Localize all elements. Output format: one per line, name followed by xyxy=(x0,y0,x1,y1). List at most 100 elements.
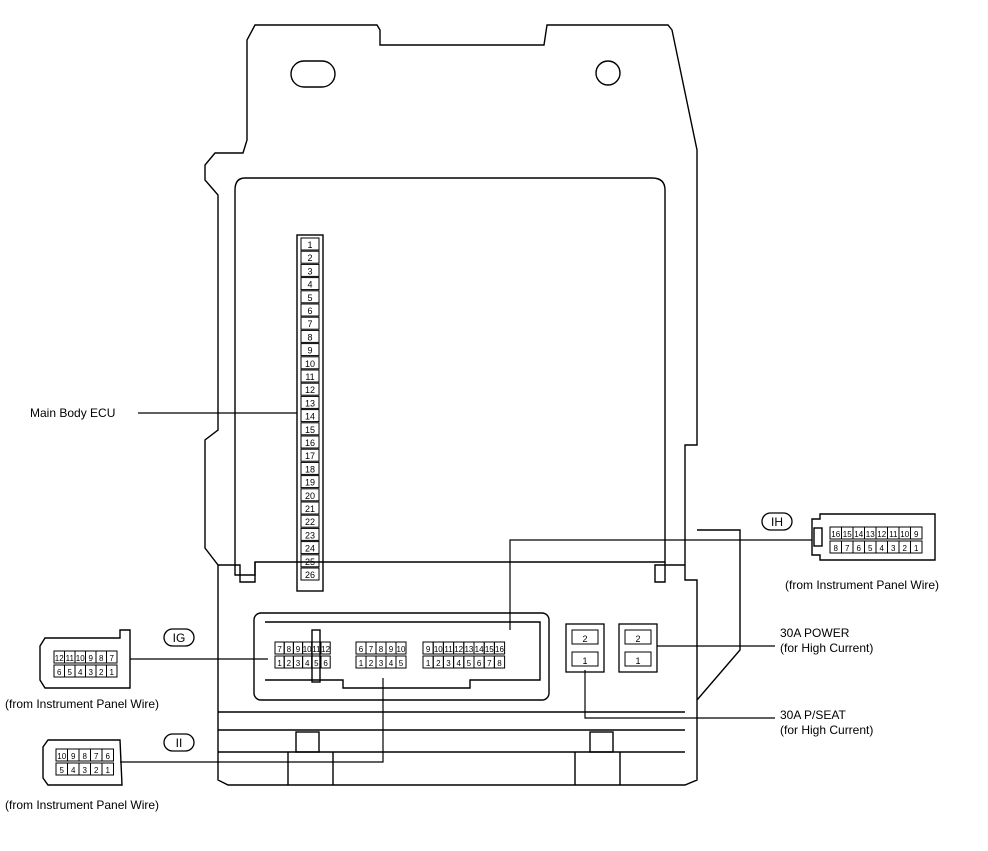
badge-ih xyxy=(761,512,793,531)
ecu-pin-4-label: 4 xyxy=(307,280,312,290)
block-b-bottom-1-label: 1 xyxy=(359,659,364,668)
ecu-pin-18-label: 18 xyxy=(305,464,315,474)
block-c-top-9-label: 9 xyxy=(426,645,431,654)
ih-top-9-cell xyxy=(910,526,923,540)
leader-ih xyxy=(509,539,812,630)
ih-bottom-5-label: 5 xyxy=(868,544,873,553)
ecu-pin-10-cell xyxy=(300,356,320,370)
ii-top-9-label: 9 xyxy=(71,752,76,761)
ii-bottom-3-label: 3 xyxy=(83,766,88,775)
ecu-pin-22-cell xyxy=(300,514,320,528)
ii-top-7-label: 7 xyxy=(94,752,99,761)
connector-ig-housing xyxy=(39,629,131,689)
block-a-top-12-label: 12 xyxy=(321,645,330,654)
ih-top-15-label: 15 xyxy=(843,530,852,539)
ecu-pin-20-cell xyxy=(300,488,320,502)
ii-bottom-4-label: 4 xyxy=(71,766,76,775)
ecu-pin-5-cell xyxy=(300,290,320,304)
ecu-pin-23-cell xyxy=(300,527,320,541)
block-c-top-15-label: 15 xyxy=(485,645,494,654)
badge-ig xyxy=(163,628,195,647)
ig-top-8-label: 8 xyxy=(99,654,104,663)
block-b-bottom-5-cell xyxy=(395,655,407,669)
ecu-pin-11-cell xyxy=(300,369,320,383)
relay-power-socket xyxy=(618,623,658,673)
ecu-pin-23-label: 23 xyxy=(305,530,315,540)
relay-power-pin-2-cell xyxy=(624,629,652,645)
ecu-pin-21-cell xyxy=(300,501,320,515)
leader-ii xyxy=(120,678,384,763)
ig-top-7-label: 7 xyxy=(110,654,115,663)
ig-bottom-6-label: 6 xyxy=(57,668,62,677)
junction-block-housing xyxy=(204,24,698,786)
ecu-pin-16-cell xyxy=(300,435,320,449)
label-ig-source: (from Instrument Panel Wire) xyxy=(5,697,159,711)
block-a-top-10-label: 10 xyxy=(303,645,312,654)
ii-top-6-label: 6 xyxy=(106,752,111,761)
block-b-top-7-label: 7 xyxy=(369,645,374,654)
relay-power-pin-2-label: 2 xyxy=(635,634,640,644)
block-c-bottom-7-label: 7 xyxy=(487,659,492,668)
code-ii: II xyxy=(176,736,183,750)
ecu-pin-8-cell xyxy=(300,329,320,343)
ecu-pin-1-label: 1 xyxy=(307,240,312,250)
ecu-pin-5-label: 5 xyxy=(307,293,312,303)
ecu-pin-20-label: 20 xyxy=(305,491,315,501)
ig-bottom-3-label: 3 xyxy=(89,668,94,677)
ecu-pin-19-label: 19 xyxy=(305,478,315,488)
ih-bottom-2-label: 2 xyxy=(903,544,908,553)
ig-bottom-1-label: 1 xyxy=(110,668,115,677)
ii-bottom-1-cell xyxy=(101,762,114,776)
ih-bottom-6-label: 6 xyxy=(857,544,862,553)
block-b-top-8-label: 8 xyxy=(379,645,384,654)
connector-ih-housing xyxy=(811,513,936,561)
ig-bottom-2-label: 2 xyxy=(99,668,104,677)
ecu-pin-7-cell xyxy=(300,316,320,330)
ih-top-14-label: 14 xyxy=(854,530,863,539)
block-c-bottom-8-label: 8 xyxy=(497,659,502,668)
ecu-pin-18-cell xyxy=(300,461,320,475)
ecu-pin-6-cell xyxy=(300,303,320,317)
block-b-top-10-cell xyxy=(395,641,407,655)
label-pseat-sub: (for High Current) xyxy=(780,723,873,737)
ecu-pin-3-label: 3 xyxy=(307,266,312,276)
ecu-pin-13-label: 13 xyxy=(305,398,315,408)
code-ih: IH xyxy=(771,515,783,529)
ii-top-6-cell xyxy=(101,748,114,762)
block-c-top-16-cell xyxy=(493,641,506,655)
ecu-pin-7-label: 7 xyxy=(307,319,312,329)
ig-top-7-cell xyxy=(106,650,118,664)
block-c-top-16-label: 16 xyxy=(495,645,504,654)
block-a-top-7-label: 7 xyxy=(277,645,282,654)
ecu-pin-16-label: 16 xyxy=(305,438,315,448)
latch-right xyxy=(589,731,614,753)
block-b-bottom-5-label: 5 xyxy=(399,659,404,668)
block-b-bottom-3-label: 3 xyxy=(379,659,384,668)
ig-top-12-label: 12 xyxy=(55,654,64,663)
block-c-bottom-3-label: 3 xyxy=(446,659,451,668)
block-c-bottom-4-label: 4 xyxy=(456,659,461,668)
ecu-pin-4-cell xyxy=(300,277,320,291)
block-b-bottom-4-label: 4 xyxy=(389,659,394,668)
ecu-pin-25-label: 25 xyxy=(305,557,315,567)
side-bracket xyxy=(696,529,741,701)
ii-bottom-2-label: 2 xyxy=(94,766,99,775)
ih-bottom-1-label: 1 xyxy=(914,544,919,553)
relay-power-pin-1-label: 1 xyxy=(635,656,640,666)
label-power-title: 30A POWER xyxy=(780,626,850,640)
relay-pseat-pin-1-cell xyxy=(571,651,599,667)
ig-bottom-1-cell xyxy=(106,664,118,678)
code-ig: IG xyxy=(173,631,186,645)
block-a-bottom-3-label: 3 xyxy=(296,659,301,668)
ih-top-9-label: 9 xyxy=(914,530,919,539)
ecu-pin-13-cell xyxy=(300,395,320,409)
ecu-pin-8-label: 8 xyxy=(307,332,312,342)
ig-top-10-label: 10 xyxy=(76,654,85,663)
ih-bottom-8-label: 8 xyxy=(834,544,839,553)
ih-bottom-7-label: 7 xyxy=(845,544,850,553)
ii-top-10-label: 10 xyxy=(57,752,66,761)
label-pseat-title: 30A P/SEAT xyxy=(780,708,846,722)
block-a-bottom-4-label: 4 xyxy=(305,659,310,668)
ecu-pin-21-label: 21 xyxy=(305,504,315,514)
